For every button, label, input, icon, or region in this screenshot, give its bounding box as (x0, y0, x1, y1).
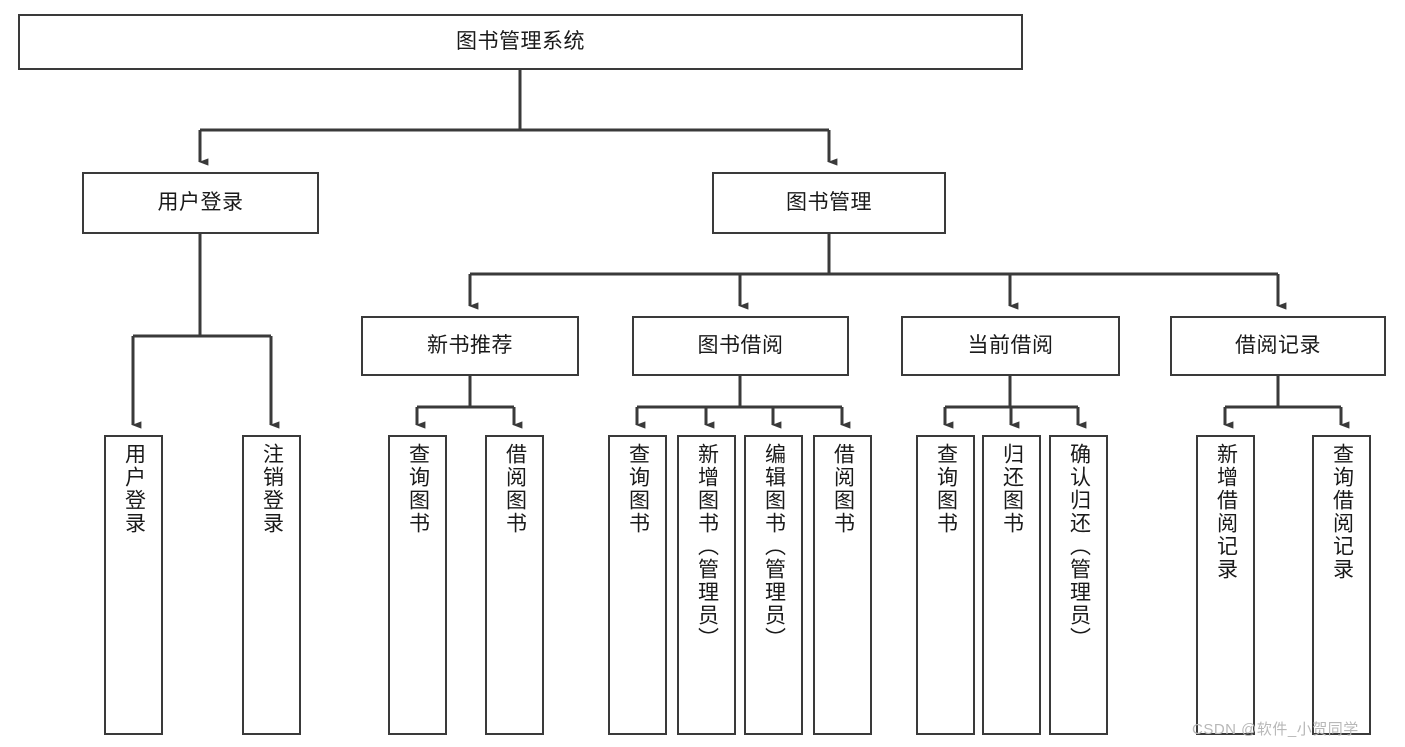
node-label: 新增图书（管理员） (695, 443, 719, 650)
node-label: 用户登录 (122, 443, 146, 535)
node-label: 当前借阅 (967, 333, 1054, 357)
level2-node-1[interactable]: 图书借阅 (632, 316, 849, 376)
leaf-node-11[interactable]: 新增借阅记录 (1196, 435, 1255, 735)
leaf-node-3[interactable]: 借阅图书 (485, 435, 544, 735)
leaf-node-6[interactable]: 编辑图书（管理员） (744, 435, 803, 735)
leaf-node-12[interactable]: 查询借阅记录 (1312, 435, 1371, 735)
root-node[interactable]: 图书管理系统 (18, 14, 1023, 70)
level2-node-0[interactable]: 新书推荐 (361, 316, 579, 376)
leaf-node-7[interactable]: 借阅图书 (813, 435, 872, 735)
leaf-node-2[interactable]: 查询图书 (388, 435, 447, 735)
leaf-node-9[interactable]: 归还图书 (982, 435, 1041, 735)
leaf-node-0[interactable]: 用户登录 (104, 435, 163, 735)
node-label: 新书推荐 (427, 333, 513, 357)
watermark-text: CSDN @软件_小贺同学 (1192, 721, 1359, 738)
node-label: 查询图书 (406, 443, 430, 535)
node-label: 归还图书 (1000, 443, 1024, 535)
node-label: 借阅记录 (1235, 333, 1321, 357)
node-label: 注销登录 (260, 443, 284, 535)
leaf-node-10[interactable]: 确认归还（管理员） (1049, 435, 1108, 735)
level2-node-2[interactable]: 当前借阅 (901, 316, 1120, 376)
node-label: 图书管理 (786, 190, 872, 214)
node-label: 新增借阅记录 (1214, 443, 1238, 581)
node-label: 用户登录 (157, 190, 244, 214)
node-label: 借阅图书 (503, 443, 527, 535)
leaf-node-1[interactable]: 注销登录 (242, 435, 301, 735)
level1-node-1[interactable]: 图书管理 (712, 172, 946, 234)
leaf-node-8[interactable]: 查询图书 (916, 435, 975, 735)
node-label: 确认归还（管理员） (1067, 443, 1091, 650)
node-label: 查询图书 (934, 443, 958, 535)
level2-node-3[interactable]: 借阅记录 (1170, 316, 1386, 376)
node-label: 查询借阅记录 (1330, 443, 1354, 581)
leaf-node-4[interactable]: 查询图书 (608, 435, 667, 735)
leaf-node-5[interactable]: 新增图书（管理员） (677, 435, 736, 735)
node-label: 查询图书 (626, 443, 650, 535)
node-label: 借阅图书 (831, 443, 855, 535)
node-label: 图书借阅 (697, 333, 784, 357)
node-label: 图书管理系统 (456, 29, 585, 53)
level1-node-0[interactable]: 用户登录 (82, 172, 319, 234)
node-label: 编辑图书（管理员） (762, 443, 786, 650)
